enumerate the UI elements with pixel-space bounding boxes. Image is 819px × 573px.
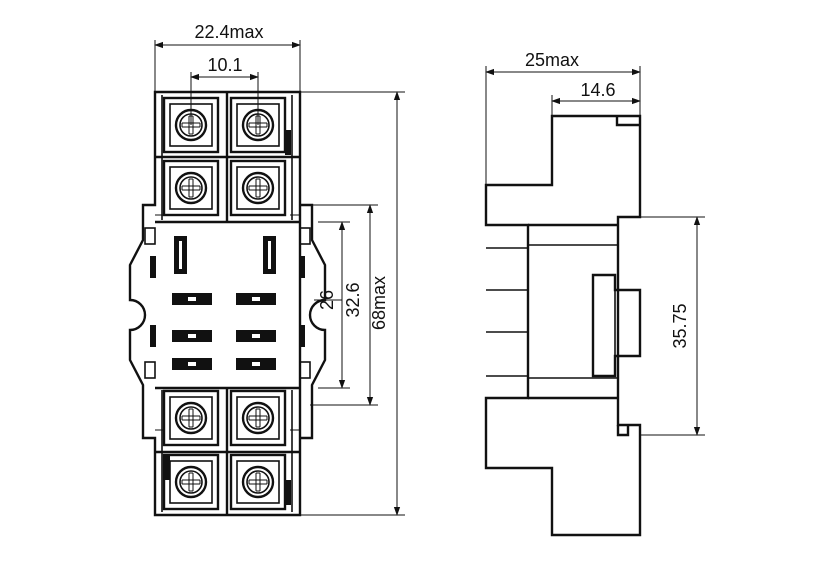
step-dimension-label: 14.6 (580, 80, 615, 100)
mount-dimension-label: 32.6 (343, 282, 363, 317)
width-dimension-label: 22.4max (194, 22, 263, 42)
terminal-screw-icon (229, 159, 287, 217)
hole-dimension-label: 26 (317, 290, 337, 310)
depth-dimension-label: 25max (525, 50, 579, 70)
terminal-screw-icon (162, 453, 220, 511)
socket-body-outline (128, 90, 302, 517)
terminal-screw-icon (162, 159, 220, 217)
terminal-screw-icon (162, 389, 220, 447)
pitch-dimension-label: 10.1 (207, 55, 242, 75)
terminal-screw-icon (229, 389, 287, 447)
contact-slots (172, 293, 276, 370)
side-view: 25max 14.6 35.75 (484, 50, 705, 537)
rail-dimension-label: 35.75 (670, 303, 690, 348)
height-dimension-label: 68max (369, 276, 389, 330)
socket-body-right-ears (300, 203, 327, 440)
din-rail-clip (591, 273, 642, 378)
terminal-screw-icon (229, 453, 287, 511)
front-view: 22.4max 10.1 68max 32.6 26 (128, 22, 405, 517)
side-body-outline (484, 114, 642, 537)
